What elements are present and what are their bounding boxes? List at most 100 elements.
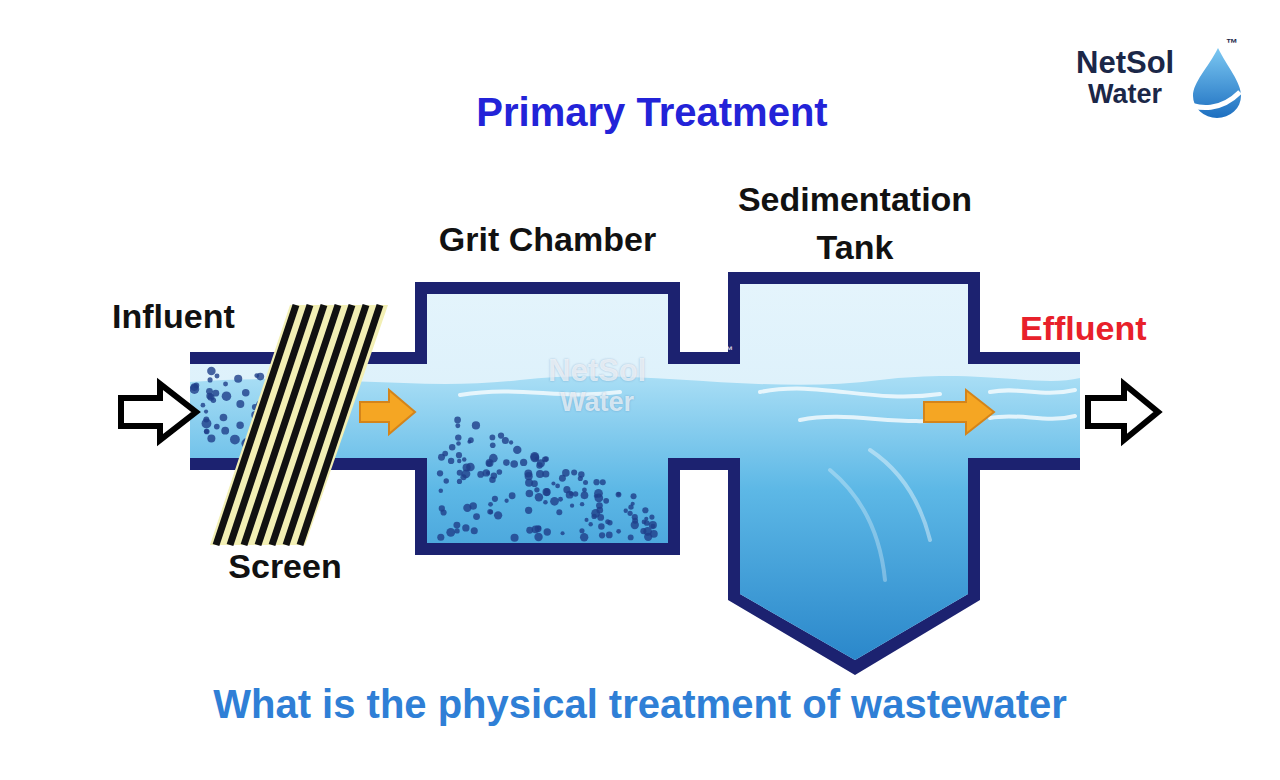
grit-particle — [580, 533, 588, 541]
grit-particle — [535, 493, 543, 501]
grit-particle — [510, 460, 518, 468]
grit-particle — [603, 498, 609, 504]
grit-particle — [236, 422, 243, 429]
grit-particle — [624, 509, 628, 513]
grit-particle — [569, 492, 573, 496]
sedimentation-tank: Sedimentation Tank — [706, 175, 1004, 675]
grit-particle — [606, 532, 613, 539]
grit-particle — [212, 390, 219, 397]
grit-particle — [526, 490, 534, 498]
grit-particle — [511, 534, 519, 542]
grit-particle — [487, 509, 493, 515]
grit-particle — [490, 435, 496, 441]
grit-particle — [463, 504, 471, 512]
grit-particle — [202, 419, 212, 429]
grit-particle — [215, 373, 220, 378]
grit-particle — [563, 486, 570, 493]
grit-particle — [454, 417, 461, 424]
grit-particle — [628, 505, 633, 510]
outlet-arrow — [1088, 384, 1158, 440]
grit-particle — [616, 492, 622, 498]
grit-particle — [616, 529, 621, 534]
grit-particle — [520, 459, 527, 466]
grit-particle — [594, 494, 598, 498]
grit-particle — [236, 400, 244, 408]
grit-particle — [555, 484, 560, 489]
node-label: Screen — [228, 542, 341, 590]
grit-particle — [222, 391, 232, 401]
grit-particle — [559, 475, 566, 482]
grit-particle — [631, 493, 637, 499]
grit-particle — [468, 437, 474, 443]
grit-particle — [504, 499, 508, 503]
grit-particle — [544, 528, 551, 535]
grit-particle — [207, 435, 215, 443]
grit-particle — [525, 479, 533, 487]
grit-particle — [595, 494, 604, 503]
grit-particle — [444, 478, 449, 483]
grit-particle — [220, 414, 228, 422]
grit-particle — [605, 519, 610, 524]
grit-particle — [627, 511, 632, 516]
grit-particle — [437, 470, 443, 476]
grit-particle — [530, 452, 539, 461]
grit-particle — [449, 444, 455, 450]
grit-particle — [542, 488, 550, 496]
grit-particle — [583, 480, 588, 485]
grit-particle — [543, 500, 548, 505]
grit-particle — [441, 509, 447, 515]
grit-particle — [471, 527, 478, 534]
grit-particle — [230, 435, 240, 445]
grit-particle — [214, 424, 220, 430]
outlet-label: Effluent — [1020, 308, 1147, 349]
logo-text: NetSol — [1076, 44, 1174, 81]
water-waves — [460, 389, 1075, 580]
flow-arrow — [360, 390, 415, 434]
grit-particle — [207, 367, 215, 375]
grit-particle — [509, 492, 516, 499]
grit-particle — [472, 421, 480, 429]
grit-particle — [543, 489, 550, 496]
grit-particle — [497, 469, 503, 475]
grit-particle — [455, 423, 460, 428]
watermark: Water — [560, 386, 634, 418]
grit-particle — [550, 497, 559, 506]
grit-particle — [456, 452, 462, 458]
grit-particle — [453, 522, 460, 529]
grit-particle — [596, 507, 603, 514]
grit-particle — [570, 504, 574, 508]
grit-particle — [642, 520, 647, 525]
watermark: NetSol — [548, 352, 646, 389]
grit-particle — [488, 502, 493, 507]
grit-particle — [438, 454, 445, 461]
grit-particle — [588, 522, 592, 526]
grit-particle — [642, 507, 648, 513]
grit-particle — [204, 429, 209, 434]
grit-particle — [537, 526, 542, 531]
grit-particle — [551, 481, 555, 485]
grit-particle — [651, 524, 656, 529]
diagram-caption: What is the physical treatment of wastew… — [0, 680, 1280, 728]
trademark: ™ — [1226, 36, 1238, 50]
grit-particle — [585, 518, 589, 522]
inlet-label: Influent — [112, 296, 235, 337]
grit-particle — [600, 479, 606, 485]
screen-unit: Screen — [210, 300, 360, 590]
grit-particle — [498, 432, 504, 438]
grit-particle — [489, 454, 498, 463]
grit-particle — [525, 507, 532, 514]
grit-particle — [556, 509, 562, 515]
grit-particle — [536, 470, 544, 478]
grit-particle — [503, 459, 510, 466]
grit-particle — [462, 524, 469, 531]
logo-text: Water — [1088, 78, 1162, 110]
grit-particle — [439, 488, 443, 492]
grit-particle — [628, 534, 634, 540]
grit-particle — [542, 457, 548, 463]
grit-particle — [455, 434, 461, 440]
flow-arrow — [924, 390, 994, 434]
node-label: Grit Chamber — [439, 215, 656, 263]
screen-bar — [286, 305, 366, 545]
grit-particle — [473, 513, 480, 520]
grit-particle — [509, 440, 513, 444]
